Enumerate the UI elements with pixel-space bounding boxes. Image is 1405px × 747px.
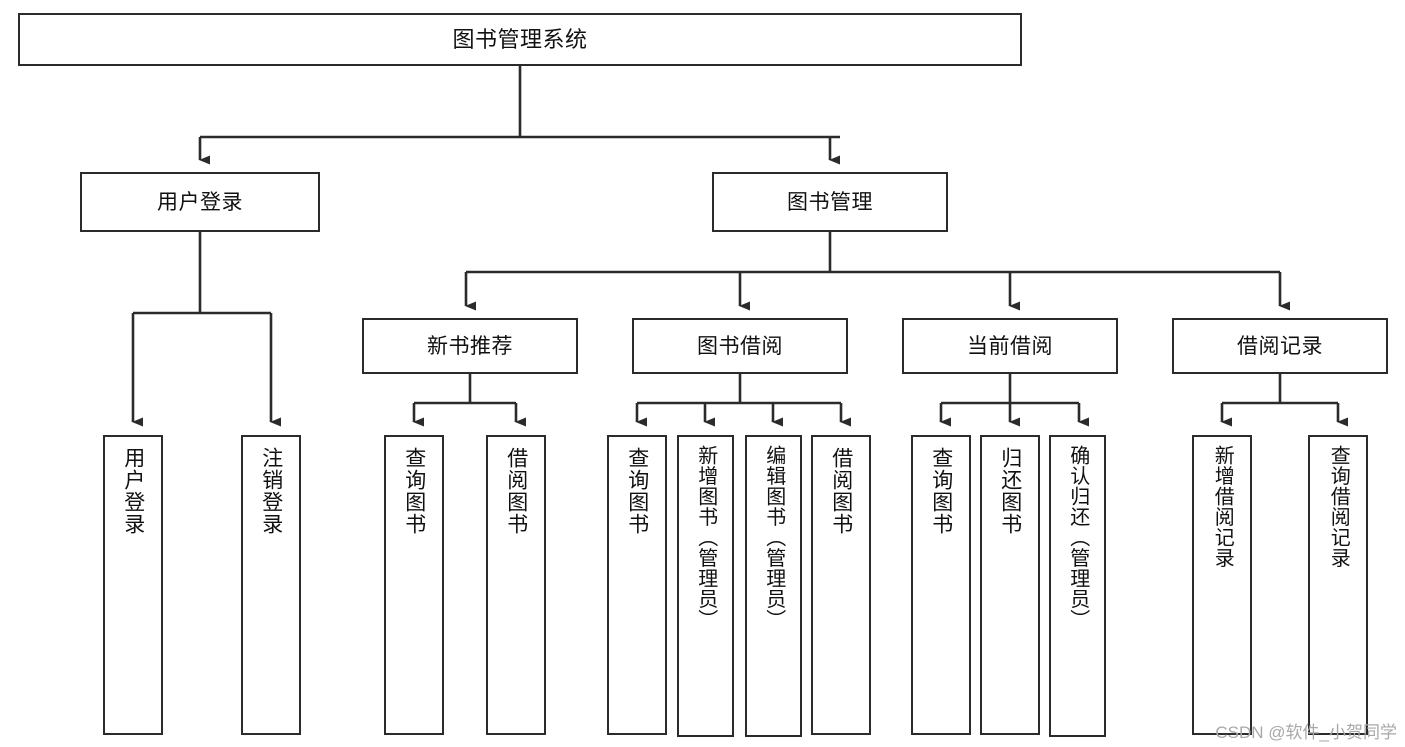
- node-label: 图书管理: [787, 190, 873, 214]
- leaf-book-borrow-add-book-admin[interactable]: 新增图书（管理员）: [677, 435, 734, 737]
- node-label: 借阅记录: [1237, 334, 1323, 358]
- node-label: 查询图书: [402, 447, 426, 535]
- node-borrow-record[interactable]: 借阅记录: [1172, 318, 1388, 374]
- leaf-book-borrow-query-book[interactable]: 查询图书: [607, 435, 667, 735]
- node-label: 当前借阅: [967, 334, 1053, 358]
- node-root-book-management-system[interactable]: 图书管理系统: [18, 13, 1022, 66]
- node-book-management[interactable]: 图书管理: [712, 172, 948, 232]
- node-label: 新书推荐: [427, 334, 513, 358]
- node-label: 用户登录: [121, 447, 145, 535]
- leaf-borrow-record-query-record[interactable]: 查询借阅记录: [1308, 435, 1368, 735]
- node-label: 借阅图书: [829, 447, 853, 535]
- leaf-new-book-query-book[interactable]: 查询图书: [384, 435, 444, 735]
- node-label: 查询借阅记录: [1327, 445, 1350, 568]
- node-label: 图书管理系统: [452, 26, 588, 52]
- node-label: 新增图书（管理员）: [694, 445, 717, 630]
- leaf-current-borrow-confirm-return-admin[interactable]: 确认归还（管理员）: [1049, 435, 1106, 737]
- leaf-book-borrow-borrow-book[interactable]: 借阅图书: [811, 435, 871, 735]
- node-user-login[interactable]: 用户登录: [80, 172, 320, 232]
- leaf-user-login-logout[interactable]: 注销登录: [241, 435, 301, 735]
- leaf-current-borrow-query-book[interactable]: 查询图书: [911, 435, 971, 735]
- node-label: 图书借阅: [697, 334, 783, 358]
- node-label: 用户登录: [157, 190, 243, 214]
- leaf-book-borrow-edit-book-admin[interactable]: 编辑图书（管理员）: [745, 435, 802, 737]
- node-label: 查询图书: [625, 447, 649, 535]
- node-new-book-recommend[interactable]: 新书推荐: [362, 318, 578, 374]
- csdn-watermark: CSDN @软件_小贺同学: [1215, 723, 1397, 742]
- node-current-borrow[interactable]: 当前借阅: [902, 318, 1118, 374]
- leaf-current-borrow-return-book[interactable]: 归还图书: [980, 435, 1040, 735]
- node-book-borrow[interactable]: 图书借阅: [632, 318, 848, 374]
- node-label: 查询图书: [929, 447, 953, 535]
- node-label: 归还图书: [998, 447, 1022, 535]
- node-label: 确认归还（管理员）: [1066, 445, 1089, 630]
- leaf-new-book-borrow-book[interactable]: 借阅图书: [486, 435, 546, 735]
- node-label: 新增借阅记录: [1211, 445, 1234, 568]
- leaf-user-login-login[interactable]: 用户登录: [103, 435, 163, 735]
- node-label: 注销登录: [259, 447, 283, 535]
- node-label: 借阅图书: [504, 447, 528, 535]
- leaf-borrow-record-add-record[interactable]: 新增借阅记录: [1192, 435, 1252, 735]
- node-label: 编辑图书（管理员）: [762, 445, 785, 630]
